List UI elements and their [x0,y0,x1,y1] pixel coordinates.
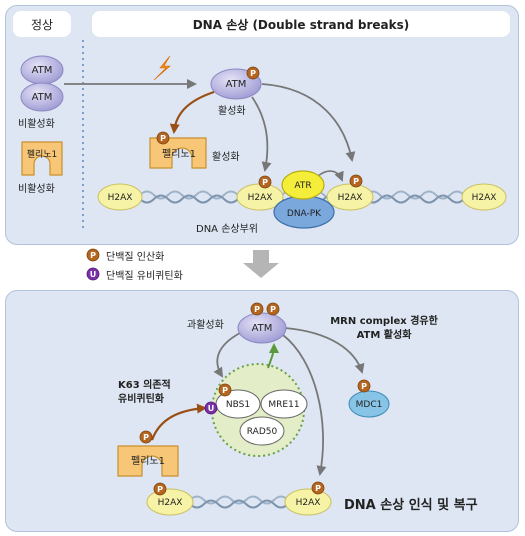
ubiq-symbol: U [90,270,97,279]
atm-active-state: 활성화 [218,106,246,117]
atm-inactive-label-2: ATM [32,92,53,103]
phospho-symbol: P [262,178,268,187]
legend-ubiq-text: 단백질 유비퀴틴화 [106,271,183,282]
h2ax-far-right-label: H2AX [472,193,497,203]
damage-title-bar [92,11,510,37]
pellino-active-label: 펠리노1 [162,149,196,160]
mre11-label: MRE11 [268,400,299,410]
legend-phospho-icon [86,248,100,262]
atm-hyperactive-label: ATM [252,323,273,334]
normal-label: 정상 [30,18,54,32]
recognition-title: DNA 손상 인식 및 복구 [344,498,478,513]
phospho-symbol: P [90,251,96,260]
phospho-symbol: P [353,177,359,186]
phospho-markers-top [156,66,363,189]
h2ax-mid-label: H2AX [248,193,273,203]
mrn-activation-line2: ATM 활성화 [356,330,412,341]
mdc1-node [348,390,390,418]
inactive-label: 비활성화 [18,119,55,130]
mrn-to-atm-arrow [267,343,279,369]
k63-line1: K63 의존적 [118,380,171,391]
damage-title: DNA 손상 (Double strand breaks) [192,18,410,32]
atm-inactive-label-1: ATM [32,65,53,76]
mdc1-label: MDC1 [356,400,383,410]
pellino-bottom [117,445,179,477]
phospho-symbol: P [361,382,367,391]
pellino-active-state: 활성화 [212,152,240,163]
pellino-inactive-label: 펠리노1 [26,150,58,160]
ubiq-marker [204,401,218,415]
atr-to-h2ax-arrow [317,170,344,182]
pellino-inactive-state: 비활성화 [18,184,55,195]
legend-ubiq-icon [86,267,100,281]
phospho-symbol: P [157,485,163,494]
h2ax-right-mid [326,183,374,211]
nbs1-node [215,389,261,419]
atr-node [281,170,325,200]
pellino-to-nbs1-arrow [150,403,207,441]
transition-arrow [243,250,279,278]
dna-helix-bottom [189,495,289,509]
mrn-activation-line1: MRN complex 경유한 [330,316,438,327]
atm-inactive-bottom [20,82,64,112]
atm-to-mrn-arrow [213,332,241,378]
phospho-symbol: P [254,305,260,314]
atm-active-label: ATM [226,79,247,90]
phospho-symbol: P [160,134,166,143]
phospho-symbol: P [143,433,149,442]
damage-site-label: DNA 손상부위 [196,224,259,235]
h2ax-left-label: H2AX [108,193,133,203]
rad50-node [239,416,285,446]
pellino-bottom-label: 펠리노1 [131,456,165,467]
phospho-symbol: P [270,305,276,314]
h2ax-right-mid-label: H2AX [338,193,363,203]
h2ax-bottom-left-label: H2AX [158,498,183,508]
mre11-node [260,389,308,419]
atm-to-mdc1-arrow [284,327,365,374]
normal-tab [13,11,71,37]
phospho-markers-bottom [139,302,371,496]
legend-phospho-text: 단백질 인산화 [106,252,165,263]
rad50-label: RAD50 [247,427,278,437]
pellino-inactive [21,141,63,176]
h2ax-far-right [461,183,507,211]
nbs1-label: NBS1 [226,400,250,410]
atr-label: ATR [294,181,311,191]
dnapk-label: DNA-PK [287,209,322,219]
atm-to-h2ax-arrow-1 [251,96,272,172]
lightning-icon [153,55,171,81]
hyperactive-label: 과활성화 [187,320,224,331]
atm-to-h2ax-bottom-arrow [282,334,327,476]
pellino-active [149,137,207,169]
ubiq-symbol: U [208,404,215,413]
h2ax-bottom-right [284,488,332,516]
h2ax-bottom-right-label: H2AX [296,498,321,508]
k63-line2: 유비퀴틴화 [118,394,164,405]
atm-hyperactive [237,312,287,344]
atm-to-pellino-arrow [169,90,215,134]
h2ax-left [97,183,143,211]
h2ax-bottom-left [146,488,194,516]
phospho-symbol: P [315,484,321,493]
phospho-symbol: P [250,69,256,78]
phospho-symbol: P [222,386,228,395]
atm-to-h2ax-arrow-2 [261,83,356,162]
